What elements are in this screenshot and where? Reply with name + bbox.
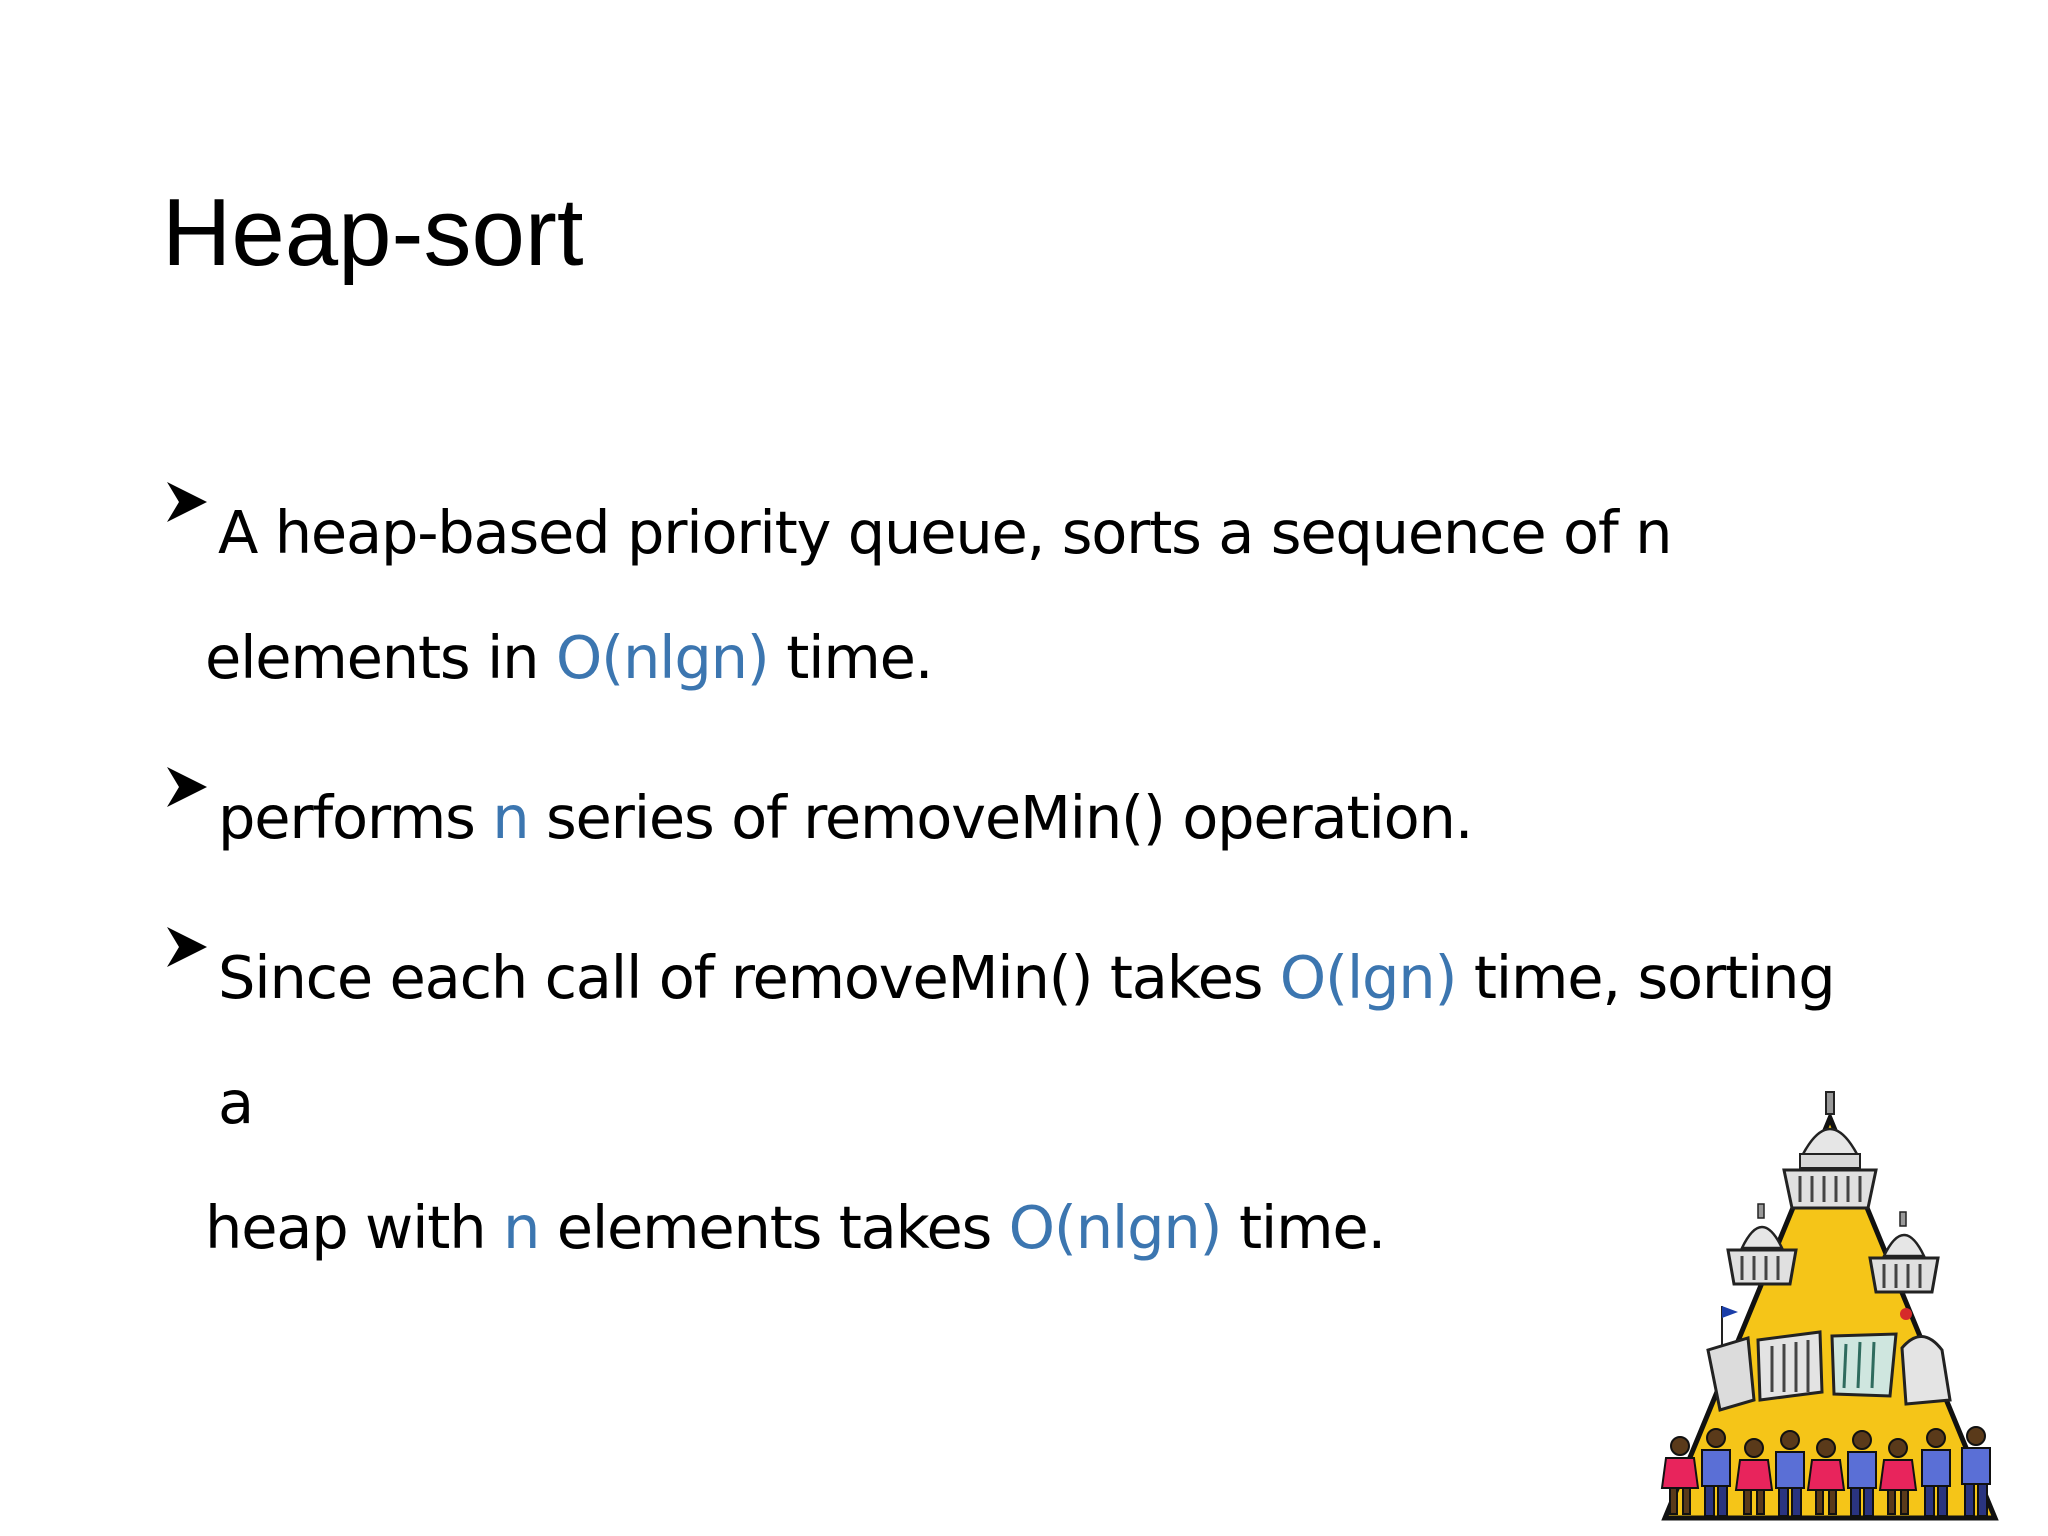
bullet-1-line1: A heap-based priority queue, sorts a seq…	[218, 498, 1672, 567]
bullet-1-text-end: time.	[768, 623, 933, 692]
bullet-3-line2: heap with n elements takes O(nlgn) time.	[205, 1165, 1885, 1290]
bullet-3-highlight: O(lgn)	[1279, 943, 1458, 1012]
bullet-list: A heap-based priority queue, sorts a seq…	[165, 470, 1885, 1325]
bullet-2-highlight: n	[492, 783, 529, 852]
bullet-3-text: Since each call of removeMin() takes	[218, 943, 1280, 1012]
bullet-3-highlight-n: n	[502, 1193, 540, 1262]
arrowhead-bullet-icon	[165, 915, 209, 969]
bullet-3-highlight-2: O(nlgn)	[1008, 1193, 1223, 1262]
bullet-3-line2-end: time.	[1221, 1193, 1386, 1262]
bullet-2-text: performs	[218, 783, 493, 852]
bullet-3-line2-text: heap with	[205, 1193, 503, 1262]
bullet-item-3: Since each call of removeMin() takes O(l…	[165, 915, 1885, 1290]
bullet-3-line2-mid: elements takes	[539, 1193, 1009, 1262]
pyramid-clipart	[1660, 1091, 1999, 1521]
bullet-2-text-end: series of removeMin() operation.	[528, 783, 1473, 852]
arrowhead-bullet-icon	[165, 470, 209, 524]
bullet-1-highlight: O(nlgn)	[555, 623, 770, 692]
bullet-1-text: elements in	[205, 623, 556, 692]
bullet-3-text-mid: time, sorting a	[218, 943, 1836, 1137]
arrowhead-bullet-icon	[165, 755, 209, 809]
bullet-item-2: performs n series of removeMin() operati…	[165, 755, 1885, 880]
bullet-1-line2: elements in O(nlgn) time.	[205, 595, 1885, 720]
bullet-item-1: A heap-based priority queue, sorts a seq…	[165, 470, 1885, 720]
slide-title: Heap-sort	[162, 179, 584, 286]
